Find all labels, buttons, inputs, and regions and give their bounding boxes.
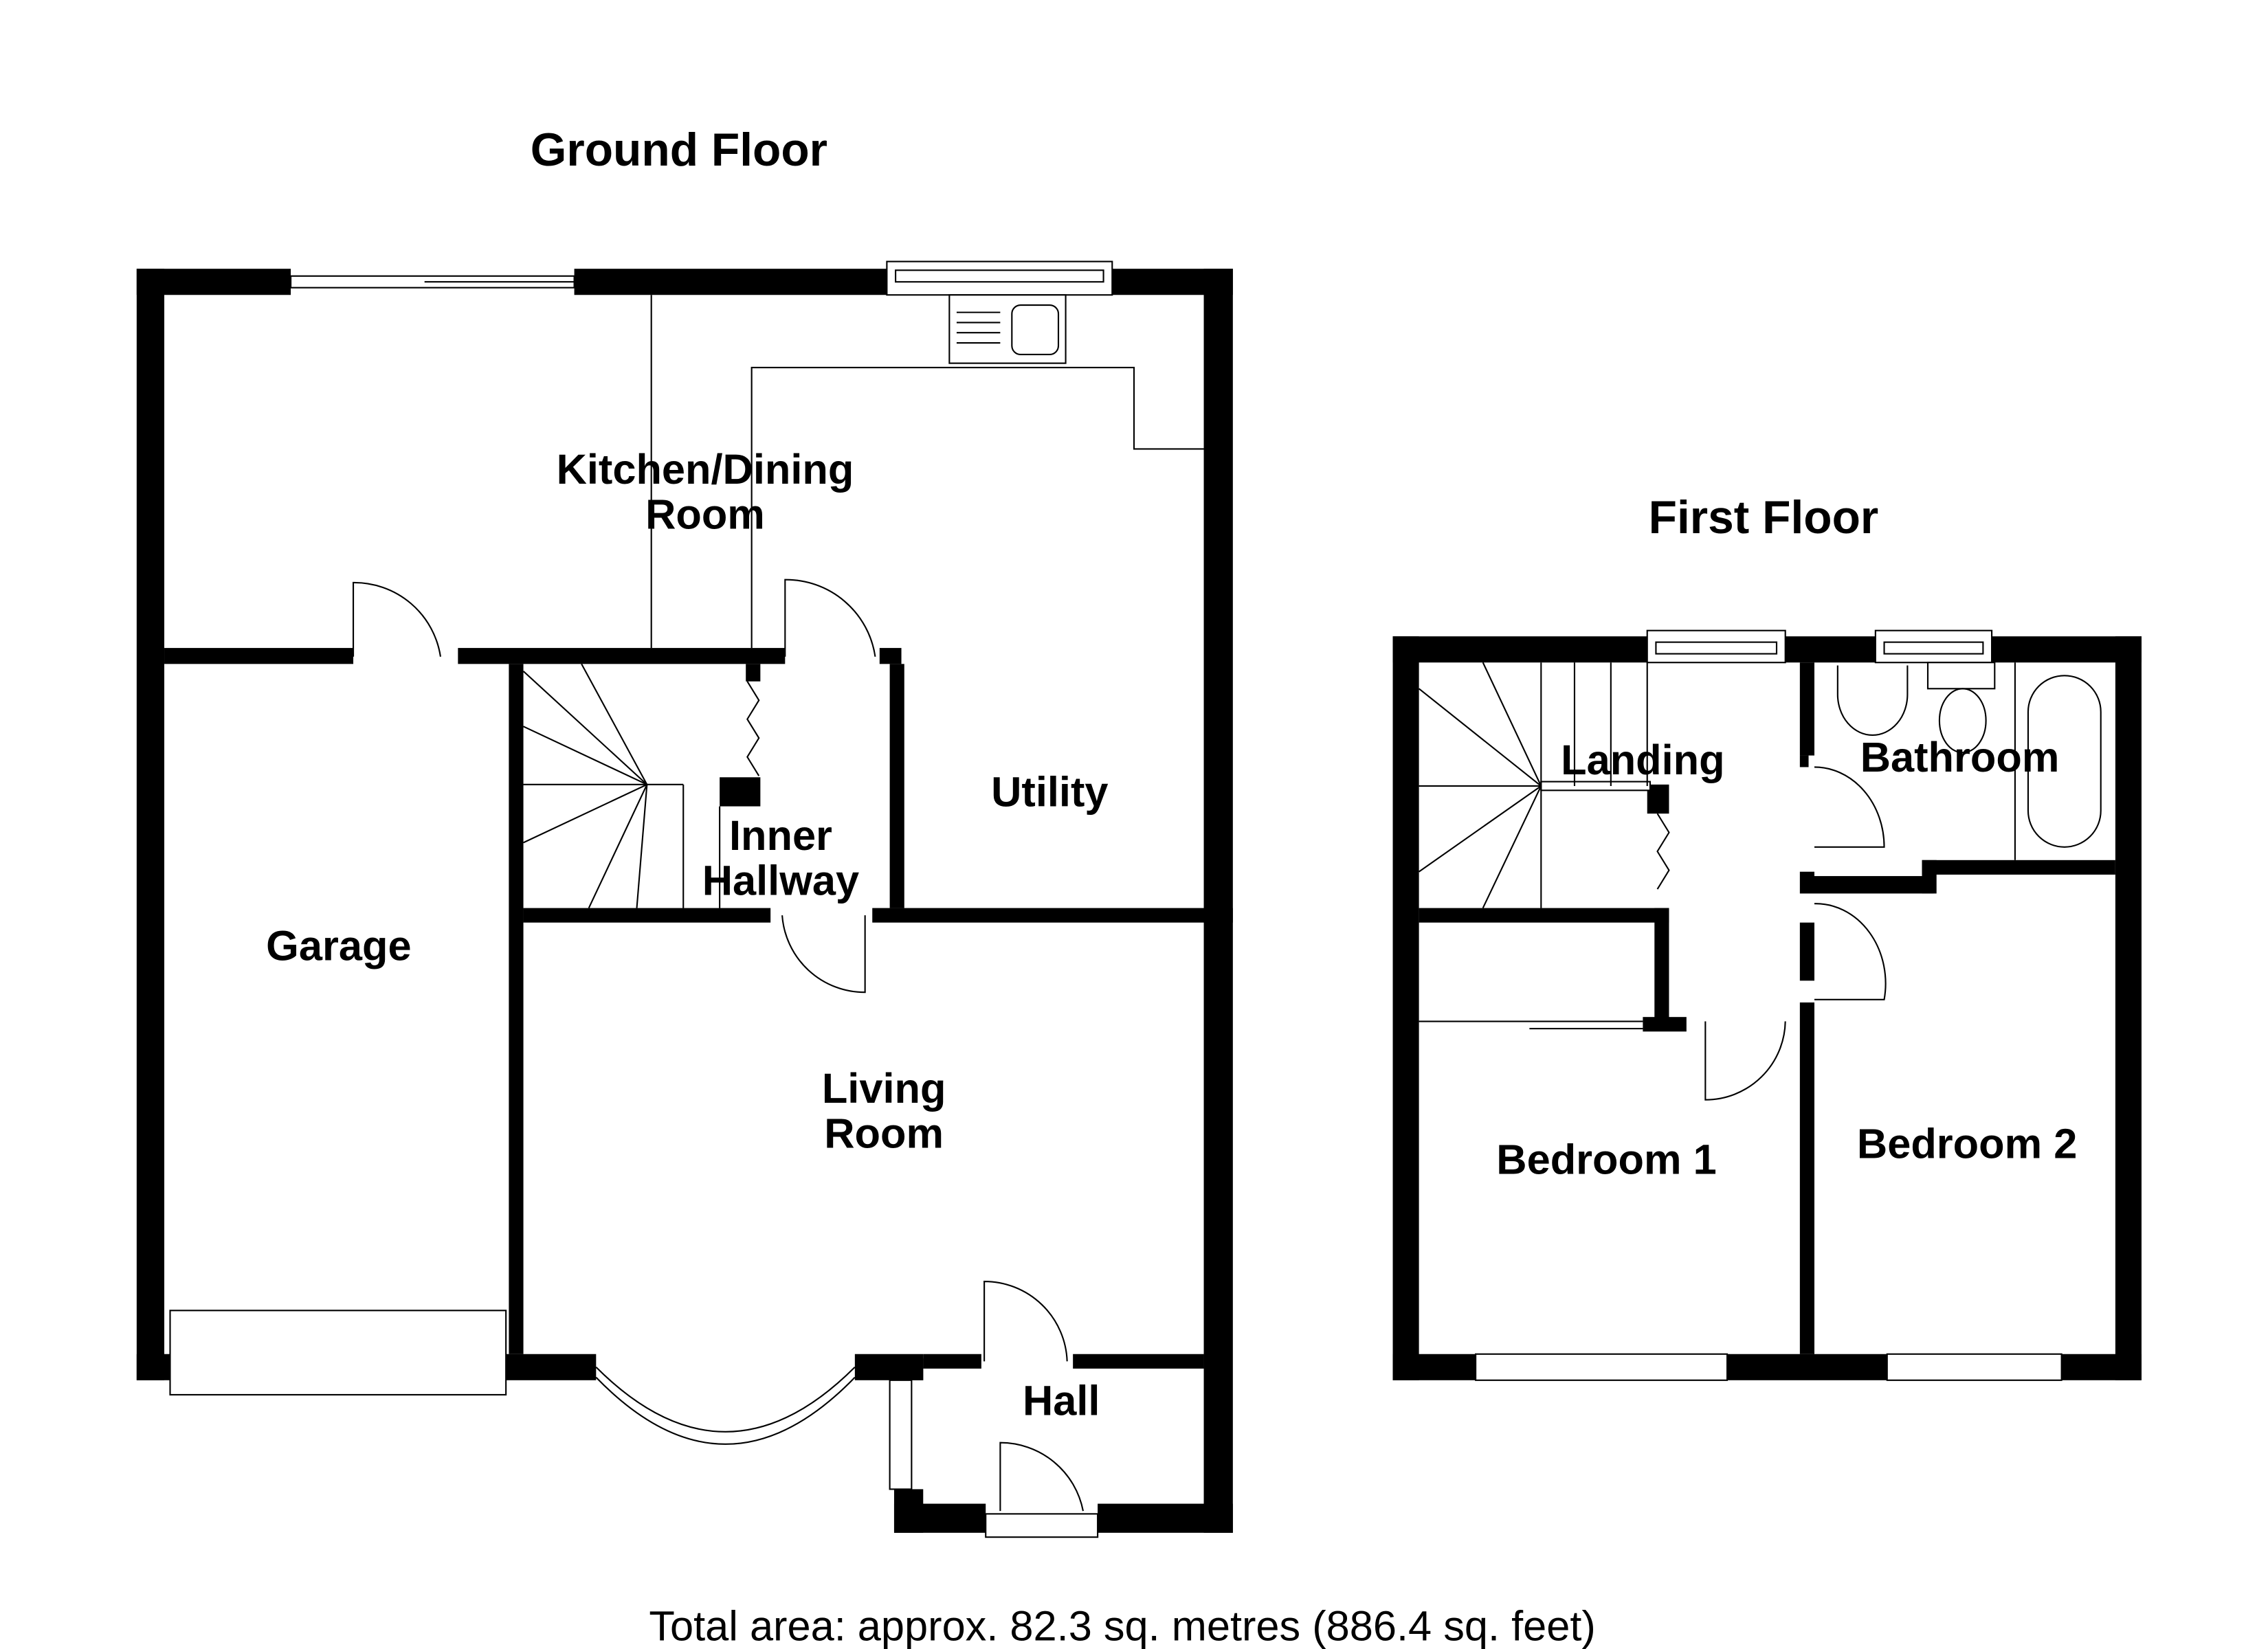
first-floor-walls xyxy=(1392,636,2142,1380)
first-floor-title: First Floor xyxy=(1649,492,1879,543)
door-swing xyxy=(781,915,866,994)
room-label-kitchen-2: Room xyxy=(645,491,765,538)
kitchen-counter-lines xyxy=(650,295,1204,649)
toilet-icon xyxy=(1938,688,1987,754)
room-label-living-2: Room xyxy=(824,1109,944,1156)
door-swing xyxy=(352,581,442,657)
total-area: Total area: approx. 82.3 sq. metres (886… xyxy=(649,1602,1595,1649)
door-swing xyxy=(1704,1021,1786,1101)
ground-floor-fixtures xyxy=(169,260,1204,1538)
room-label-inner-hallway-2: Hallway xyxy=(702,857,859,904)
door-swing xyxy=(983,1280,1068,1362)
room-label-bedroom-2: Bedroom 2 xyxy=(1857,1119,2077,1167)
garage-door xyxy=(169,1310,507,1396)
room-label-inner-hallway: Inner xyxy=(729,811,832,859)
toilet-cistern xyxy=(1926,662,1996,690)
door-swing xyxy=(1814,903,1887,1000)
bay-window xyxy=(595,1367,856,1433)
room-label-landing: Landing xyxy=(1561,736,1725,783)
door-swing xyxy=(784,579,876,657)
door-swing xyxy=(999,1442,1084,1512)
bath-icon xyxy=(2027,675,2102,848)
first-floor-labels: Landing Bathroom Bedroom 1 Bedroom 2 xyxy=(1496,733,2077,1183)
basin-icon xyxy=(1836,665,1909,737)
bifold-door xyxy=(1656,813,1670,890)
bifold-door xyxy=(746,681,760,776)
ground-floor-walls xyxy=(136,269,1233,1533)
first-floor-fixtures xyxy=(1418,629,2102,1381)
room-label-bedroom-1: Bedroom 1 xyxy=(1496,1136,1716,1183)
room-label-living: Living xyxy=(822,1064,946,1112)
room-label-kitchen: Kitchen/Dining xyxy=(557,445,854,493)
ground-floor-labels: Kitchen/Dining Room Utility Inner Hallwa… xyxy=(266,445,1108,1424)
room-label-hall: Hall xyxy=(1023,1377,1100,1424)
staircase xyxy=(1418,662,1648,909)
staircase xyxy=(522,663,721,909)
room-label-utility: Utility xyxy=(991,768,1108,816)
room-label-garage: Garage xyxy=(266,922,411,969)
ground-floor-title: Ground Floor xyxy=(531,124,827,176)
door-swing xyxy=(1814,766,1885,848)
room-label-bathroom: Bathroom xyxy=(1860,733,2060,781)
